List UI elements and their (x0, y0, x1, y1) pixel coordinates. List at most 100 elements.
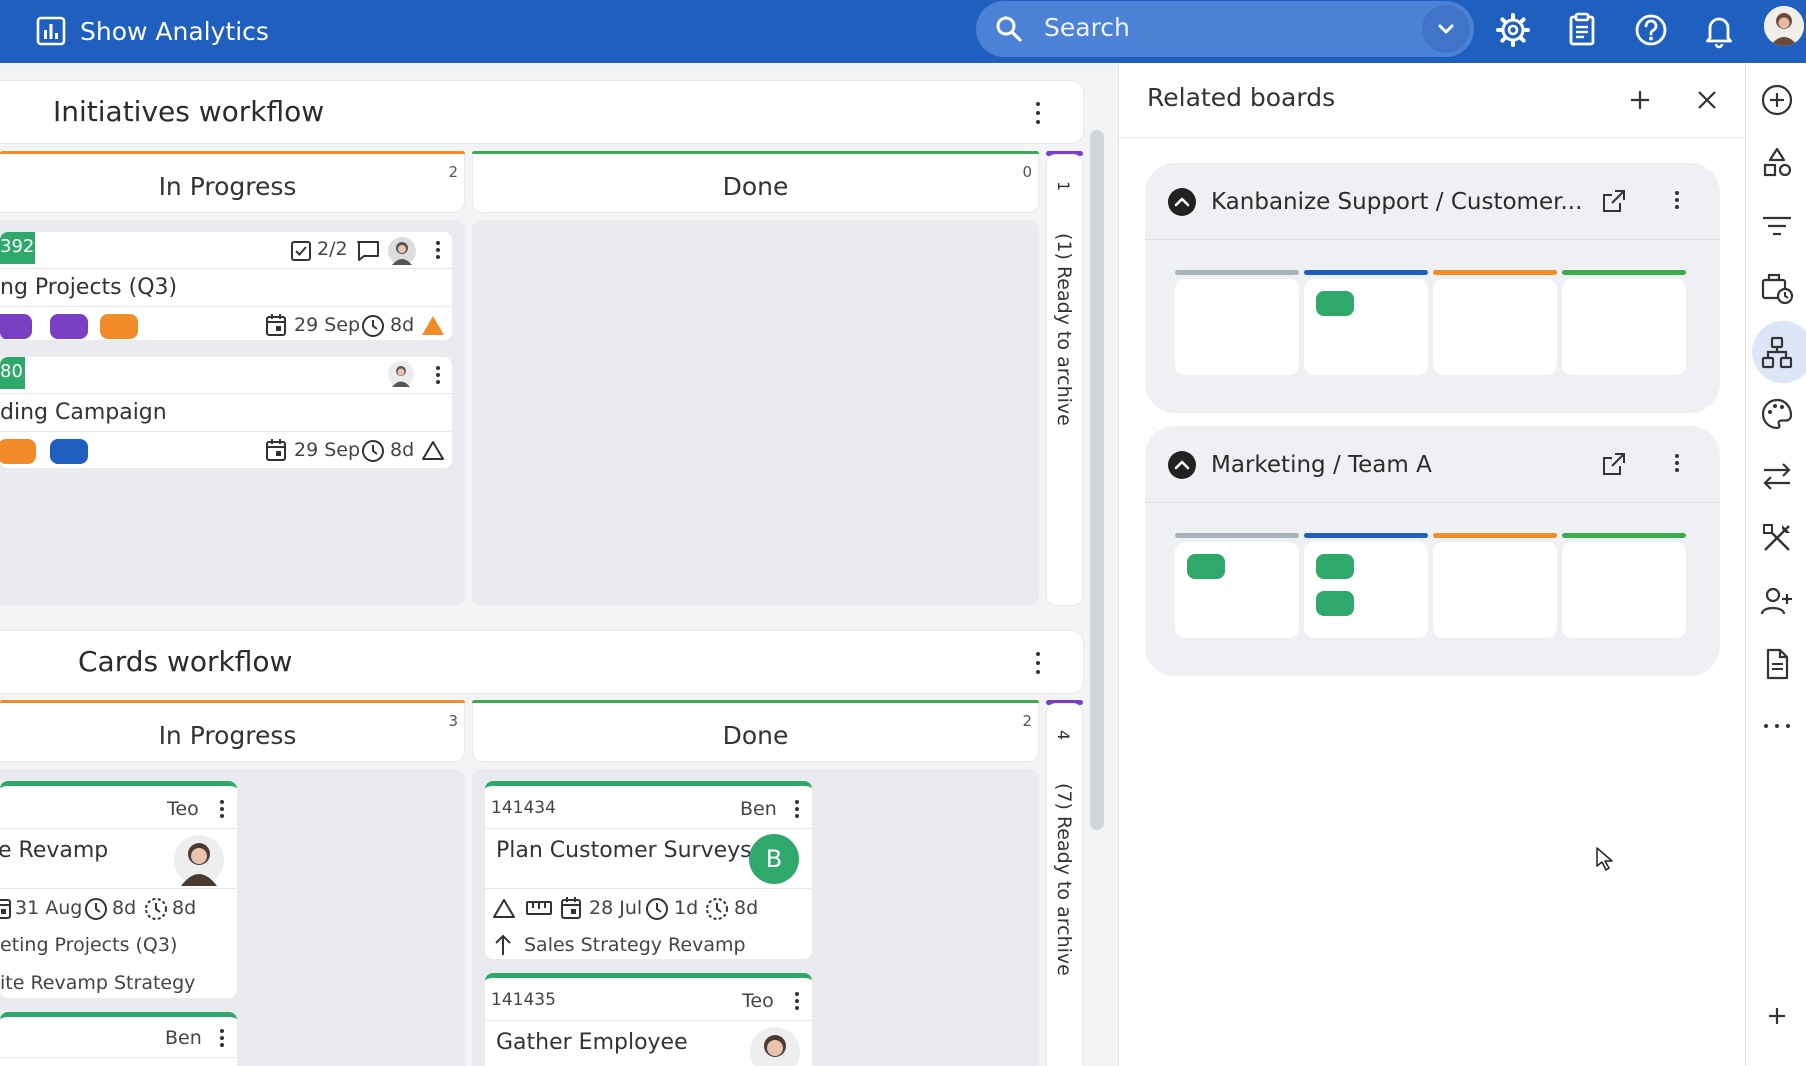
card-separator (0, 393, 452, 394)
notifications-bell-icon[interactable] (1697, 8, 1741, 52)
mini-card (1316, 554, 1354, 579)
tag-pill (50, 314, 88, 339)
card-menu-button[interactable] (210, 1023, 234, 1057)
workflow-menu-button[interactable] (1026, 96, 1050, 130)
assignee-avatar[interactable] (749, 1026, 801, 1066)
mini-column-bar (1175, 533, 1299, 538)
clock-icon (85, 898, 107, 920)
palette-icon[interactable] (1760, 397, 1794, 431)
card[interactable]: 392 2/2 ng Projects (Q3) 29 Sep 8d (0, 232, 452, 340)
priority-low-icon (493, 899, 515, 918)
card-age: 8d (390, 439, 415, 461)
card-separator (485, 888, 812, 889)
more-options-icon[interactable] (1760, 709, 1794, 743)
cards-workflow-header: Cards workflow (0, 630, 1084, 694)
card[interactable]: Ben (0, 1012, 237, 1066)
mini-column-bar (1433, 270, 1557, 275)
card-cycle-time: 8d (172, 897, 197, 919)
card-separator (485, 1020, 812, 1021)
mini-column (1175, 279, 1299, 375)
hierarchy-icon[interactable] (1760, 335, 1794, 369)
card-link[interactable]: ite Revamp Strategy (0, 972, 196, 994)
mini-column-bar (1562, 533, 1686, 538)
user-avatar[interactable] (1764, 6, 1804, 46)
ready-to-archive-column[interactable]: 4 (7) Ready to archive (1046, 703, 1083, 1066)
swap-arrows-icon[interactable] (1760, 459, 1794, 493)
card[interactable]: 80 ding Campaign 29 Sep 8d (0, 357, 452, 468)
card-separator (0, 268, 452, 269)
clock-icon (362, 440, 384, 462)
related-board-card[interactable]: Kanbanize Support / Customer... (1145, 163, 1720, 413)
open-external-icon[interactable] (1601, 188, 1627, 214)
tag-pill (0, 314, 32, 339)
tag-pill (100, 314, 138, 339)
card-id: 141434 (491, 798, 556, 818)
search-box[interactable]: Search (976, 1, 1474, 57)
collapse-icon[interactable] (1167, 450, 1197, 480)
card-separator (0, 306, 452, 307)
column-header-in-progress[interactable]: In Progress 2 (0, 154, 465, 213)
clock-icon (362, 315, 384, 337)
show-analytics-button[interactable]: Show Analytics (36, 10, 269, 52)
related-board-title[interactable]: Marketing / Team A (1211, 452, 1432, 478)
close-icon[interactable] (1695, 88, 1719, 112)
gear-icon[interactable] (1491, 8, 1535, 52)
related-board-card[interactable]: Marketing / Team A (1145, 426, 1720, 676)
shapes-icon[interactable] (1760, 146, 1794, 180)
collapse-icon[interactable] (1167, 187, 1197, 217)
add-circle-icon[interactable] (1760, 83, 1794, 117)
card-menu-button[interactable] (785, 986, 809, 1020)
design-tools-icon[interactable] (1760, 521, 1794, 555)
mini-column (1433, 279, 1557, 375)
card[interactable]: 141435 Teo Gather Employee (485, 973, 812, 1066)
column-name: In Progress (158, 721, 297, 750)
card-menu-button[interactable] (426, 360, 450, 394)
clipboard-icon[interactable] (1560, 8, 1604, 52)
top-bar: Show Analytics Search (0, 0, 1806, 63)
related-board-menu-button[interactable] (1665, 185, 1689, 219)
related-board-title[interactable]: Kanbanize Support / Customer... (1211, 189, 1583, 215)
archive-column-label: (1) Ready to archive (1053, 233, 1075, 426)
mini-column (1175, 542, 1299, 638)
card-owner: Ben (740, 798, 777, 820)
filter-icon[interactable] (1760, 209, 1794, 243)
ready-to-archive-column[interactable]: 1 (1) Ready to archive (1046, 154, 1083, 606)
column-header-in-progress[interactable]: In Progress 3 (0, 703, 465, 762)
help-icon[interactable] (1629, 8, 1673, 52)
card[interactable]: 141434 Ben Plan Customer Surveys B 28 Ju… (485, 781, 812, 959)
search-input[interactable]: Search (1044, 13, 1130, 42)
column-name: Done (722, 721, 789, 750)
board-timer-icon[interactable] (1760, 271, 1794, 305)
add-icon[interactable] (1628, 88, 1652, 112)
column-header-done[interactable]: Done 0 (472, 154, 1039, 213)
card-separator (485, 828, 812, 829)
document-icon[interactable] (1760, 647, 1794, 681)
card-menu-button[interactable] (785, 794, 809, 828)
card-id: 141435 (491, 990, 556, 1010)
add-icon[interactable] (1760, 999, 1794, 1033)
card-menu-button[interactable] (210, 794, 234, 828)
comment-icon[interactable] (356, 240, 380, 262)
show-analytics-label: Show Analytics (80, 16, 269, 46)
card-deadline: 29 Sep (294, 439, 361, 461)
open-external-icon[interactable] (1601, 451, 1627, 477)
assignee-avatar[interactable] (173, 834, 225, 886)
assignee-avatar[interactable] (388, 361, 414, 387)
card-id: 392 (0, 232, 35, 264)
assignee-avatar[interactable]: B (749, 834, 799, 884)
card-owner: Teo (742, 990, 774, 1012)
workflow-menu-button[interactable] (1026, 646, 1050, 680)
card-separator (0, 828, 237, 829)
board-scrollbar[interactable] (1090, 130, 1104, 830)
related-board-menu-button[interactable] (1665, 448, 1689, 482)
card[interactable]: Teo e Revamp 31 Aug 8d 8d eting Projects… (0, 781, 237, 998)
assignee-avatar[interactable] (388, 237, 416, 265)
archive-count: 4 (1054, 730, 1073, 741)
archive-count: 1 (1054, 181, 1073, 192)
column-header-done[interactable]: Done 2 (472, 703, 1039, 762)
search-dropdown-button[interactable] (1422, 5, 1470, 53)
card-parent-link[interactable]: eting Projects (Q3) (0, 934, 178, 956)
add-user-icon[interactable] (1760, 584, 1794, 618)
card-parent-link[interactable]: Sales Strategy Revamp (524, 934, 746, 956)
card-menu-button[interactable] (426, 235, 450, 269)
